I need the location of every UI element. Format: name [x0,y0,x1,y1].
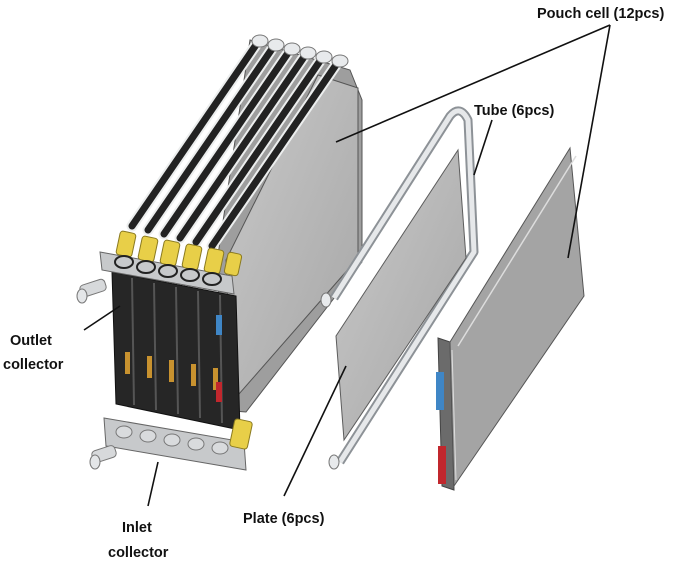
leader-plate [283,365,347,497]
outlet-collector-clamps [114,255,222,286]
label-tube: Tube (6pcs) [474,103,554,119]
label-pouch-cell: Pouch cell (12pcs) [537,6,664,22]
module-red-tab [216,382,222,402]
label-inlet-line1: Inlet [122,520,152,536]
leader-tube [473,119,493,176]
leader-pouch-to-cell [567,24,611,259]
inlet-collector-bumps [115,425,229,455]
pouch-cell-body [449,146,585,488]
module-assembly [76,34,363,471]
leader-lines [83,24,611,507]
leader-outlet [83,305,121,331]
label-outlet-line1: Outlet [10,333,52,349]
outlet-collector-connectors [115,230,243,277]
leader-pouch-to-module [335,24,611,143]
module-tubes [126,34,349,252]
leader-inlet [147,461,159,507]
label-outlet-line2: collector [3,357,64,373]
outlet-nozzle [76,278,107,304]
module-front-plate [225,74,359,404]
plate-with-tube [320,106,479,470]
label-inlet-line2: collector [108,545,169,561]
module-cell-terminals [125,352,218,390]
inlet-connector [229,418,253,450]
pouch-cell [436,146,585,491]
inlet-nozzle [89,445,117,470]
pouch-tab-blue [436,372,444,410]
tube-end-bottom [328,454,340,470]
tube-end-top [320,292,332,308]
module-blue-tab [216,315,222,335]
plate [335,148,467,442]
label-plate: Plate (6pcs) [243,511,325,527]
pouch-tab-red [438,446,446,484]
